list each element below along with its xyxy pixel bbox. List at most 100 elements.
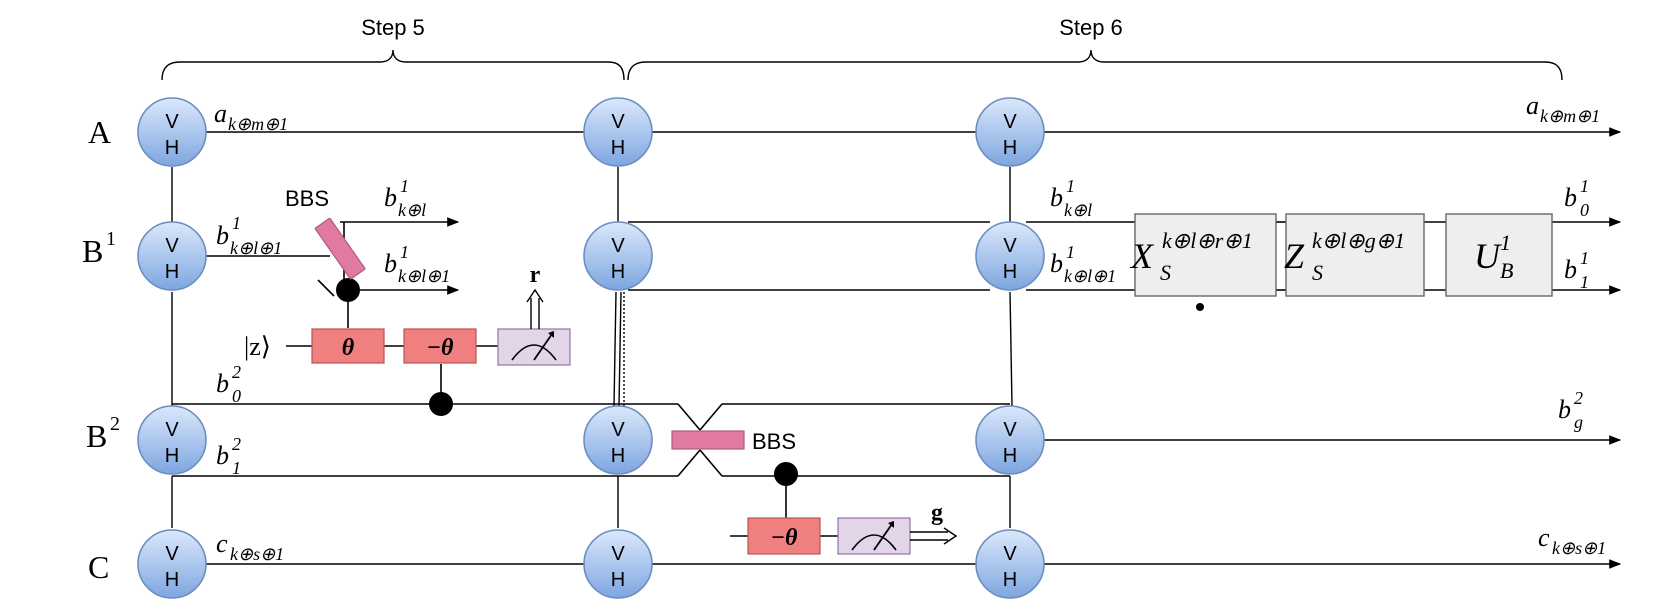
vh-node-c-2: VH (583, 529, 653, 599)
meter-g (837, 517, 958, 555)
svg-text:k⊕l⊕1: k⊕l⊕1 (398, 266, 450, 286)
node-label-v: V (611, 543, 625, 565)
vh-node-b2-3: VH (975, 405, 1045, 475)
label-b1-dn: b 1 k⊕l⊕1 (384, 242, 450, 286)
gate-ub: U 1 B (1445, 213, 1553, 297)
neg-theta-gate-2 (747, 517, 821, 555)
neg-theta-gate (403, 328, 477, 364)
svg-text:2: 2 (232, 434, 241, 454)
ket-z: |z⟩ (244, 332, 271, 361)
vh-node-b2-1: VH (137, 405, 207, 475)
svg-text:B: B (86, 418, 107, 454)
vh-node-a-3: VH (975, 97, 1045, 167)
gate-xs: X k⊕l⊕r⊕1 S (1129, 213, 1277, 297)
svg-text:b: b (384, 183, 397, 212)
svg-text:B: B (82, 233, 103, 269)
svg-text:k⊕l⊕1: k⊕l⊕1 (230, 238, 282, 258)
neg-theta-gate-2-label: −θ (771, 525, 799, 551)
label-a-out: a k⊕m⊕1 (1526, 91, 1600, 126)
node-label-v: V (165, 419, 179, 441)
svg-text:a: a (1526, 91, 1539, 120)
svg-text:b: b (216, 441, 229, 470)
step-6-brace (627, 49, 1563, 81)
label-b2-1: b 2 1 (216, 434, 241, 478)
svg-text:1: 1 (232, 458, 241, 478)
svg-text:1: 1 (400, 242, 409, 262)
bbs-2 (671, 430, 745, 450)
bbs-1 (314, 217, 366, 280)
vh-node-a-1: VH (137, 97, 207, 167)
vh-node-c-3: VH (975, 529, 1045, 599)
row-label-a: A (88, 114, 111, 150)
svg-text:b: b (1564, 183, 1577, 212)
vh-node-b1-1: VH (137, 221, 207, 291)
node-label-v: V (1003, 235, 1017, 257)
label-a-in: a k⊕m⊕1 (214, 99, 288, 134)
meter-r (497, 288, 571, 366)
svg-text:b: b (216, 369, 229, 398)
step-6-label: Step 6 (1059, 15, 1123, 40)
svg-text:U: U (1474, 236, 1502, 276)
label-step6-b1-dn: b 1 k⊕l⊕1 (1050, 242, 1116, 286)
label-b2-0: b 2 0 (216, 362, 241, 406)
svg-text:b: b (1050, 249, 1063, 278)
meter-r-label: r (530, 262, 541, 288)
node-label-v: V (165, 235, 179, 257)
svg-text:1: 1 (1066, 176, 1075, 196)
svg-text:2: 2 (1574, 388, 1583, 408)
wire-labels: a k⊕m⊕1 a k⊕m⊕1 b 1 k⊕l⊕1 b 1 k⊕l b 1 k⊕… (214, 91, 1606, 564)
node-label-v: V (611, 111, 625, 133)
control-dot-b2-1 (774, 462, 798, 486)
control-dot-b2-0 (429, 392, 453, 416)
vh-node-b1-3: VH (975, 221, 1045, 291)
svg-text:k⊕l⊕1: k⊕l⊕1 (1064, 266, 1116, 286)
vertical-connectors (171, 167, 1013, 528)
svg-text:k⊕l⊕g⊕1: k⊕l⊕g⊕1 (1312, 228, 1405, 253)
svg-text:B: B (1500, 258, 1513, 283)
svg-text:1: 1 (400, 176, 409, 196)
control-dot-b1 (336, 278, 360, 302)
svg-text:0: 0 (232, 386, 241, 406)
svg-text:1: 1 (1580, 272, 1589, 292)
stray-dot (1196, 303, 1204, 311)
node-label-v: V (1003, 543, 1017, 565)
step-5-brace (161, 49, 625, 81)
meter-g-label: g (931, 500, 943, 526)
svg-text:b: b (1558, 395, 1571, 424)
svg-text:k⊕l: k⊕l (398, 200, 426, 220)
svg-text:1: 1 (1580, 248, 1589, 268)
node-label-h: H (165, 445, 179, 467)
label-c-out: c k⊕s⊕1 (1538, 523, 1606, 558)
svg-text:k⊕l: k⊕l (1064, 200, 1092, 220)
svg-text:b: b (216, 221, 229, 250)
bbs-1-label: BBS (285, 186, 329, 211)
node-label-h: H (1003, 137, 1017, 159)
svg-text:k⊕m⊕1: k⊕m⊕1 (228, 114, 288, 134)
node-label-h: H (1003, 261, 1017, 283)
svg-text:g: g (1574, 412, 1583, 432)
svg-text:b: b (1050, 183, 1063, 212)
svg-text:k⊕l⊕r⊕1: k⊕l⊕r⊕1 (1162, 228, 1253, 253)
vh-node-b1-2: VH (583, 221, 653, 291)
label-out-b10: b 1 0 (1564, 176, 1589, 220)
label-b1-in: b 1 k⊕l⊕1 (216, 213, 282, 258)
node-label-h: H (611, 569, 625, 591)
svg-text:k⊕s⊕1: k⊕s⊕1 (1552, 538, 1606, 558)
step-5-label: Step 5 (361, 15, 425, 40)
node-label-h: H (165, 261, 179, 283)
label-step6-b1-up: b 1 k⊕l (1050, 176, 1092, 220)
label-out-b2g: b 2 g (1558, 388, 1583, 432)
svg-text:b: b (1564, 255, 1577, 284)
svg-text:1: 1 (106, 228, 116, 250)
svg-text:1: 1 (1580, 176, 1589, 196)
vh-node-a-2: VH (583, 97, 653, 167)
svg-text:1: 1 (1500, 230, 1511, 255)
svg-text:a: a (214, 99, 227, 128)
row-label-c: C (88, 549, 109, 585)
node-label-h: H (611, 261, 625, 283)
node-label-v: V (165, 111, 179, 133)
svg-text:c: c (1538, 523, 1550, 552)
svg-text:2: 2 (110, 413, 120, 435)
